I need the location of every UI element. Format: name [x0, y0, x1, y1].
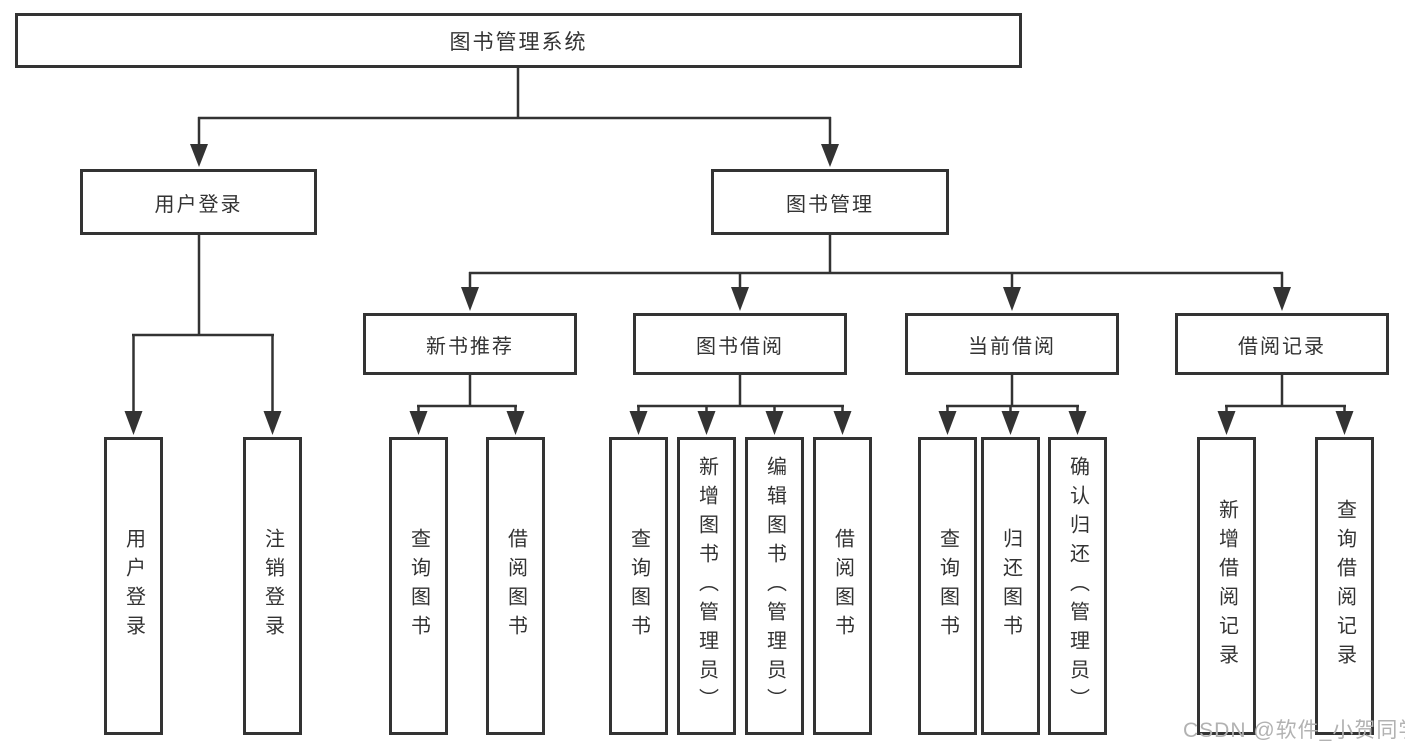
leaf-query-books-current-label: 查询图书	[936, 528, 959, 644]
node-book-management: 图书管理	[711, 169, 949, 235]
node-root-system: 图书管理系统	[15, 13, 1022, 68]
leaf-logout-label: 注销登录	[261, 528, 284, 644]
node-current-borrow: 当前借阅	[905, 313, 1119, 375]
leaf-return-books-label: 归还图书	[999, 528, 1022, 644]
node-borrow-records: 借阅记录	[1175, 313, 1389, 375]
leaf-add-books-admin: 新增图书（管理员）	[677, 437, 736, 735]
leaf-add-borrow-record: 新增借阅记录	[1197, 437, 1256, 735]
connector-book-management-children	[461, 234, 1291, 311]
connector-root-to-level2	[190, 68, 839, 167]
connector-user-login-children	[124, 234, 282, 435]
node-root-system-label: 图书管理系统	[449, 30, 588, 54]
leaf-borrow-books-recommend: 借阅图书	[486, 437, 545, 735]
leaf-confirm-return-admin: 确认归还（管理员）	[1048, 437, 1107, 735]
leaf-query-books-current: 查询图书	[918, 437, 977, 735]
node-new-book-recommend: 新书推荐	[363, 313, 577, 375]
leaf-user-login-label: 用户登录	[122, 528, 145, 644]
leaf-edit-books-admin-label: 编辑图书（管理员）	[763, 455, 786, 717]
leaf-query-books-recommend: 查询图书	[389, 437, 448, 735]
leaf-query-borrow-record: 查询借阅记录	[1315, 437, 1374, 735]
node-book-borrow-label: 图书借阅	[696, 335, 784, 358]
leaf-borrow-books-recommend-label: 借阅图书	[504, 528, 527, 644]
leaf-edit-books-admin: 编辑图书（管理员）	[745, 437, 804, 735]
connector-borrow-records-children	[1217, 375, 1354, 435]
leaf-borrow-books: 借阅图书	[813, 437, 872, 735]
csdn-watermark: CSDN @软件_小贺同学	[1183, 719, 1405, 742]
node-borrow-records-label: 借阅记录	[1238, 335, 1326, 358]
node-current-borrow-label: 当前借阅	[968, 335, 1056, 358]
leaf-borrow-books-label: 借阅图书	[831, 528, 854, 644]
leaf-return-books: 归还图书	[981, 437, 1040, 735]
leaf-query-borrow-record-label: 查询借阅记录	[1333, 499, 1356, 673]
leaf-query-books-borrow: 查询图书	[609, 437, 668, 735]
node-book-borrow: 图书借阅	[633, 313, 847, 375]
node-user-login: 用户登录	[80, 169, 317, 235]
node-user-login-label: 用户登录	[154, 193, 243, 216]
connector-current-borrow-children	[938, 375, 1087, 435]
node-book-management-label: 图书管理	[786, 193, 874, 216]
leaf-query-books-borrow-label: 查询图书	[627, 528, 650, 644]
leaf-logout: 注销登录	[243, 437, 302, 735]
leaf-add-borrow-record-label: 新增借阅记录	[1215, 499, 1238, 673]
leaf-user-login: 用户登录	[104, 437, 163, 735]
leaf-query-books-recommend-label: 查询图书	[407, 528, 430, 644]
connector-new-book-recommend-children	[409, 375, 525, 435]
leaf-confirm-return-admin-label: 确认归还（管理员）	[1066, 455, 1089, 717]
node-new-book-recommend-label: 新书推荐	[426, 335, 514, 358]
leaf-add-books-admin-label: 新增图书（管理员）	[695, 455, 718, 717]
connector-book-borrow-children	[629, 375, 852, 435]
